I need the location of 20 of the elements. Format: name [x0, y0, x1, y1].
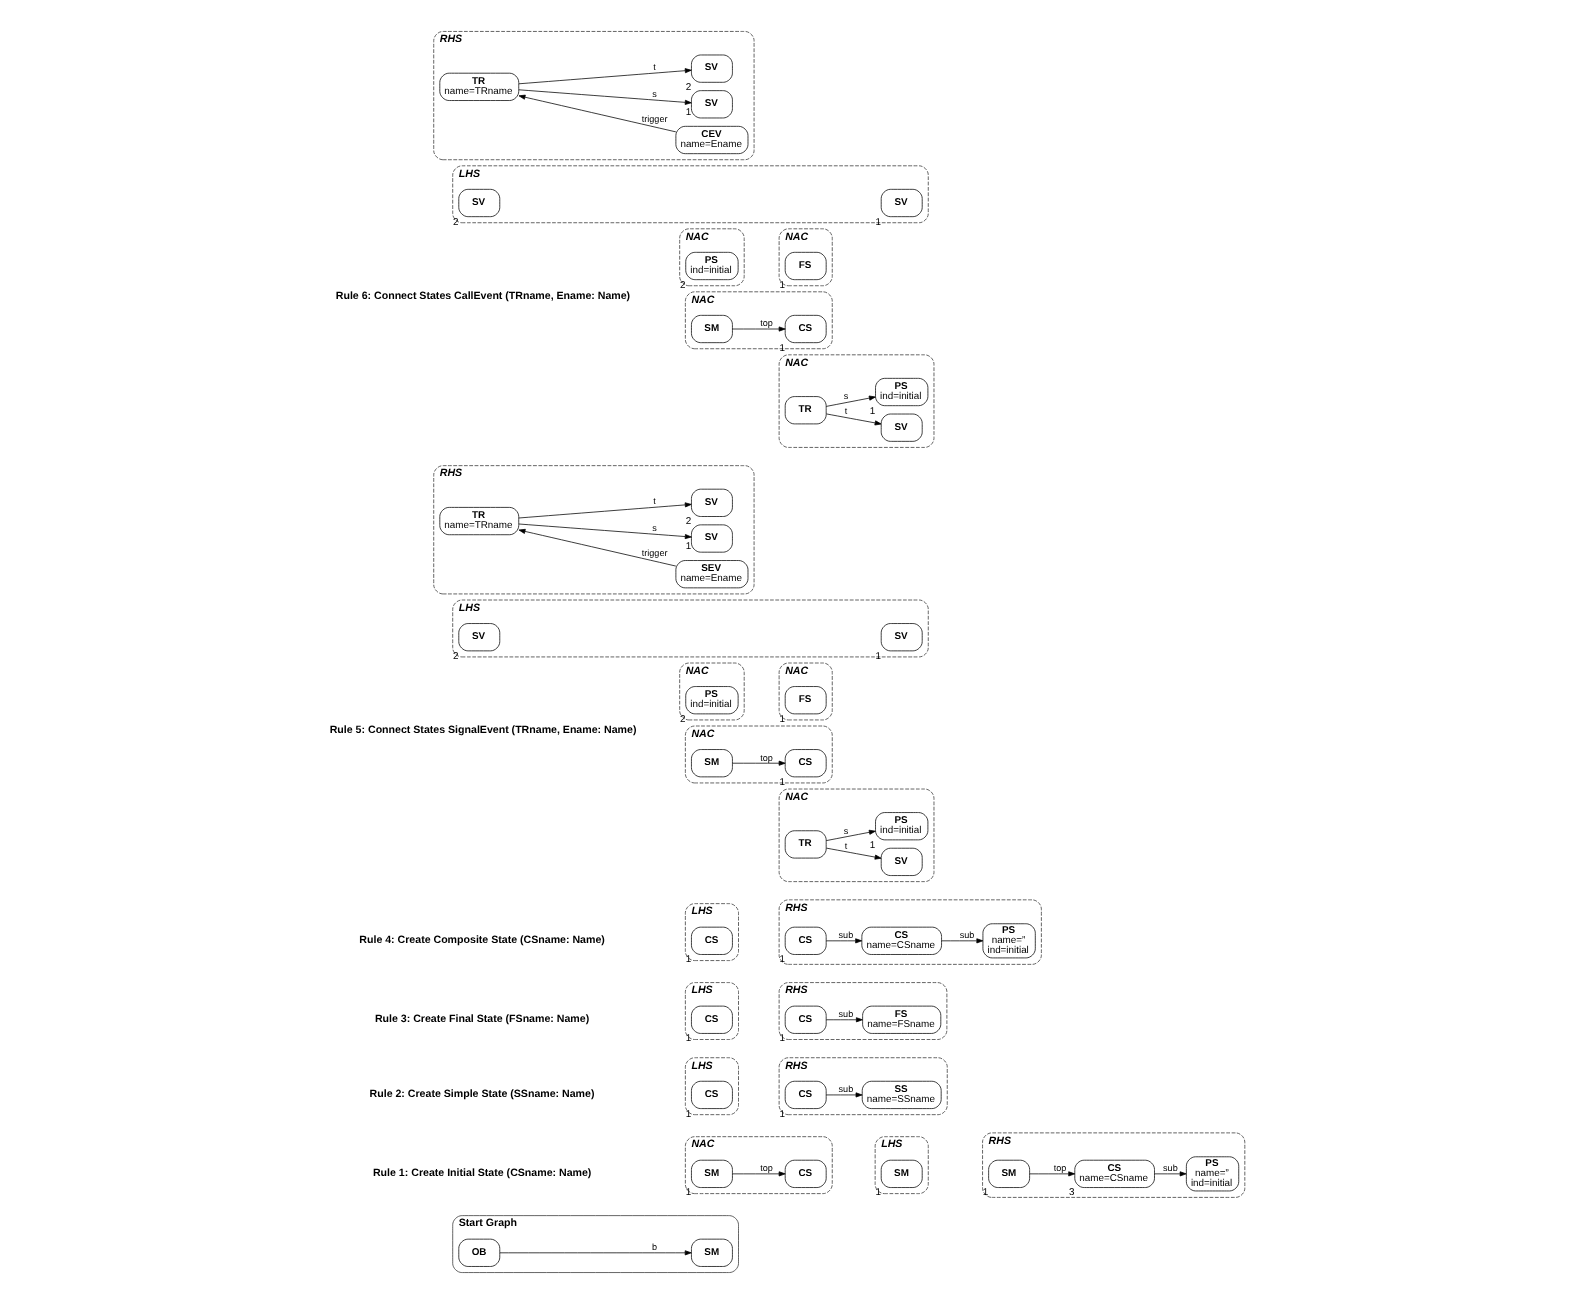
arrow [518, 89, 692, 105]
arrow [518, 528, 677, 567]
arrow [518, 94, 677, 133]
arrow [732, 1171, 786, 1177]
arrow [825, 847, 882, 860]
arrow [825, 413, 882, 426]
arrow [825, 1017, 863, 1023]
arrow [732, 326, 786, 332]
arrow [825, 1092, 863, 1098]
arrow [518, 68, 692, 85]
arrow [518, 523, 692, 540]
arrow [518, 502, 692, 519]
arrow [1154, 1171, 1187, 1177]
arrow [1029, 1171, 1076, 1177]
arrow [941, 938, 984, 944]
arrow [499, 1250, 692, 1256]
arrow [825, 395, 876, 407]
arrow [825, 829, 876, 841]
arrow [825, 938, 863, 944]
arrow [732, 760, 786, 766]
